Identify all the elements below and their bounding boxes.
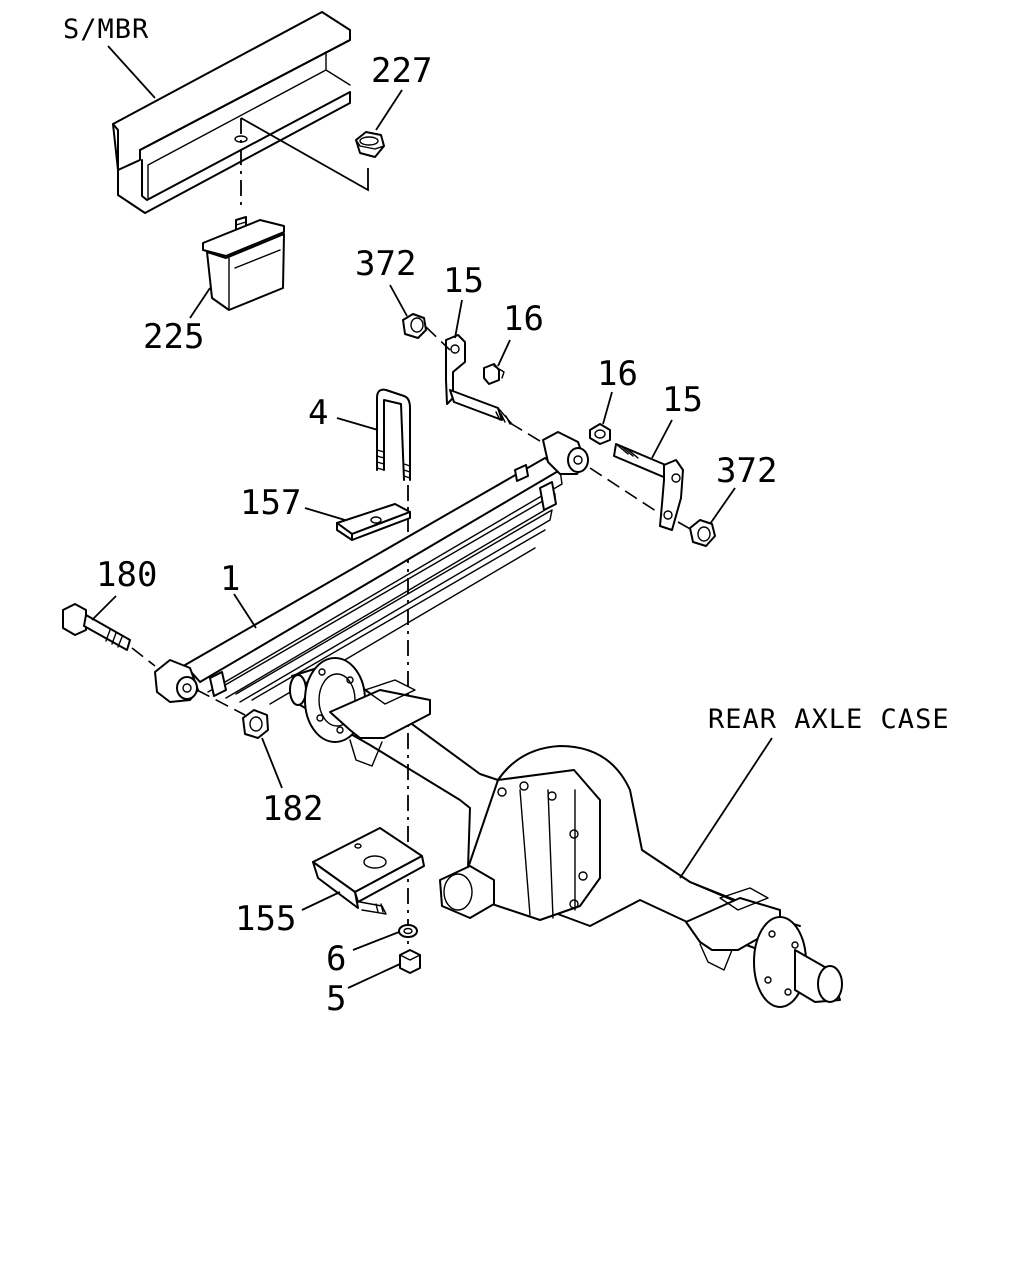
rear-axle-case: [289, 657, 843, 1008]
label-157: 157: [240, 483, 301, 523]
nut-372-upper: [402, 313, 427, 339]
washer-6: [398, 924, 418, 938]
leader-rear-axle-case: [679, 737, 773, 879]
label-15-upper: 15: [443, 261, 484, 301]
leader-180: [91, 595, 117, 621]
leader-1: [233, 593, 257, 629]
leader-372a: [389, 284, 408, 317]
leader-16b: [602, 391, 613, 425]
label-4: 4: [308, 393, 328, 433]
label-6: 6: [326, 939, 346, 979]
leader-5: [347, 963, 401, 989]
leader-227: [375, 89, 403, 131]
label-smbr: S/MBR: [63, 14, 149, 45]
leader-6: [352, 931, 400, 951]
label-16-upper: 16: [503, 299, 544, 339]
leader-15a: [454, 299, 463, 339]
label-155: 155: [235, 899, 296, 939]
label-16-lower: 16: [597, 354, 638, 394]
label-372-lower: 372: [716, 451, 777, 491]
leader-372b: [709, 487, 736, 525]
label-372-upper: 372: [355, 244, 416, 284]
bump-stopper-225: [202, 216, 285, 311]
label-5: 5: [326, 979, 346, 1019]
leader-155: [301, 891, 341, 911]
label-180: 180: [96, 555, 157, 595]
bush-16-upper: [483, 363, 505, 385]
plate-157: [336, 503, 411, 541]
leader-182: [261, 737, 283, 789]
leader-smbr: [107, 45, 156, 99]
nut-5: [399, 949, 421, 974]
lower-plate-155: [312, 827, 425, 915]
leader-16a: [497, 339, 511, 367]
label-15-lower: 15: [662, 380, 703, 420]
bush-16-lower: [589, 423, 611, 445]
label-1: 1: [220, 559, 240, 599]
leader-225: [189, 287, 211, 319]
leader-157: [304, 507, 346, 521]
side-member: [112, 11, 351, 214]
nut-372-lower: [689, 519, 716, 547]
shackle-15-lower: [613, 443, 684, 531]
leader-15b: [651, 419, 673, 459]
nut-182: [242, 709, 269, 739]
label-182: 182: [262, 789, 323, 829]
bolt-180: [62, 603, 131, 651]
label-rear-axle-case: REAR AXLE CASE: [708, 704, 950, 735]
u-bolt-4: [376, 388, 411, 481]
shackle-15-upper: [445, 334, 513, 425]
label-227: 227: [371, 51, 432, 91]
leader-4: [336, 417, 379, 431]
label-225: 225: [143, 317, 204, 357]
nut-227: [355, 131, 385, 158]
leaf-spring-1: [154, 431, 589, 705]
